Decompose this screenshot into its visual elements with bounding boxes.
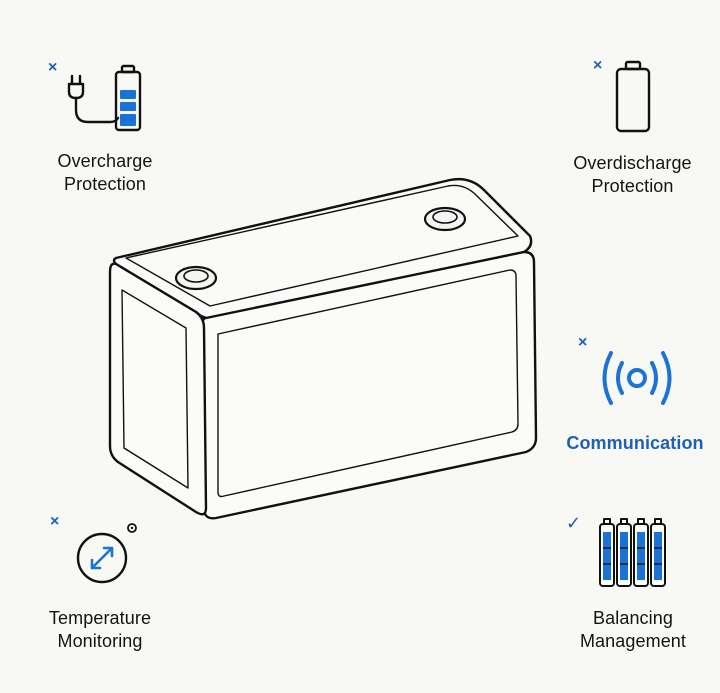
status-x-mark: ×	[578, 334, 588, 351]
status-x-mark: ×	[48, 59, 58, 76]
feature-balancing: ✓ Balancing Management	[550, 510, 720, 660]
feature-label-line1: Communication	[566, 433, 704, 453]
feature-temperature: × Temperature Monitoring	[20, 510, 200, 660]
status-check-mark: ✓	[566, 513, 582, 533]
wireless-signal-icon	[602, 351, 672, 405]
feature-label-line2: Management	[579, 631, 687, 651]
feature-label-line1: Overcharge	[57, 151, 153, 171]
battery-front-inset	[217, 269, 519, 498]
feature-overcharge: × Overcharge Protection	[20, 60, 210, 200]
plug-battery-icon	[67, 64, 142, 132]
feature-label-line1: Temperature	[48, 608, 152, 628]
feature-label-line1: Overdischarge	[573, 153, 692, 173]
status-x-mark: ×	[593, 57, 603, 74]
feature-label-line1: Balancing	[593, 608, 673, 628]
feature-label-line2: Protection	[63, 174, 147, 194]
feature-communication: × Communication	[550, 335, 720, 465]
battery-cells-icon	[599, 518, 666, 587]
feature-label-line2: Monitoring	[57, 631, 143, 651]
battery-side-inset	[121, 289, 189, 489]
status-x-mark: ×	[50, 513, 60, 530]
terminal-left	[174, 265, 218, 291]
feature-overdischarge: × Overdischarge Protection	[545, 57, 720, 200]
terminal-right	[423, 206, 467, 232]
battery-top-rim	[125, 184, 519, 307]
empty-battery-icon	[615, 60, 651, 133]
thermometer-arrows-icon	[76, 523, 137, 584]
feature-label-line2: Protection	[591, 176, 674, 196]
